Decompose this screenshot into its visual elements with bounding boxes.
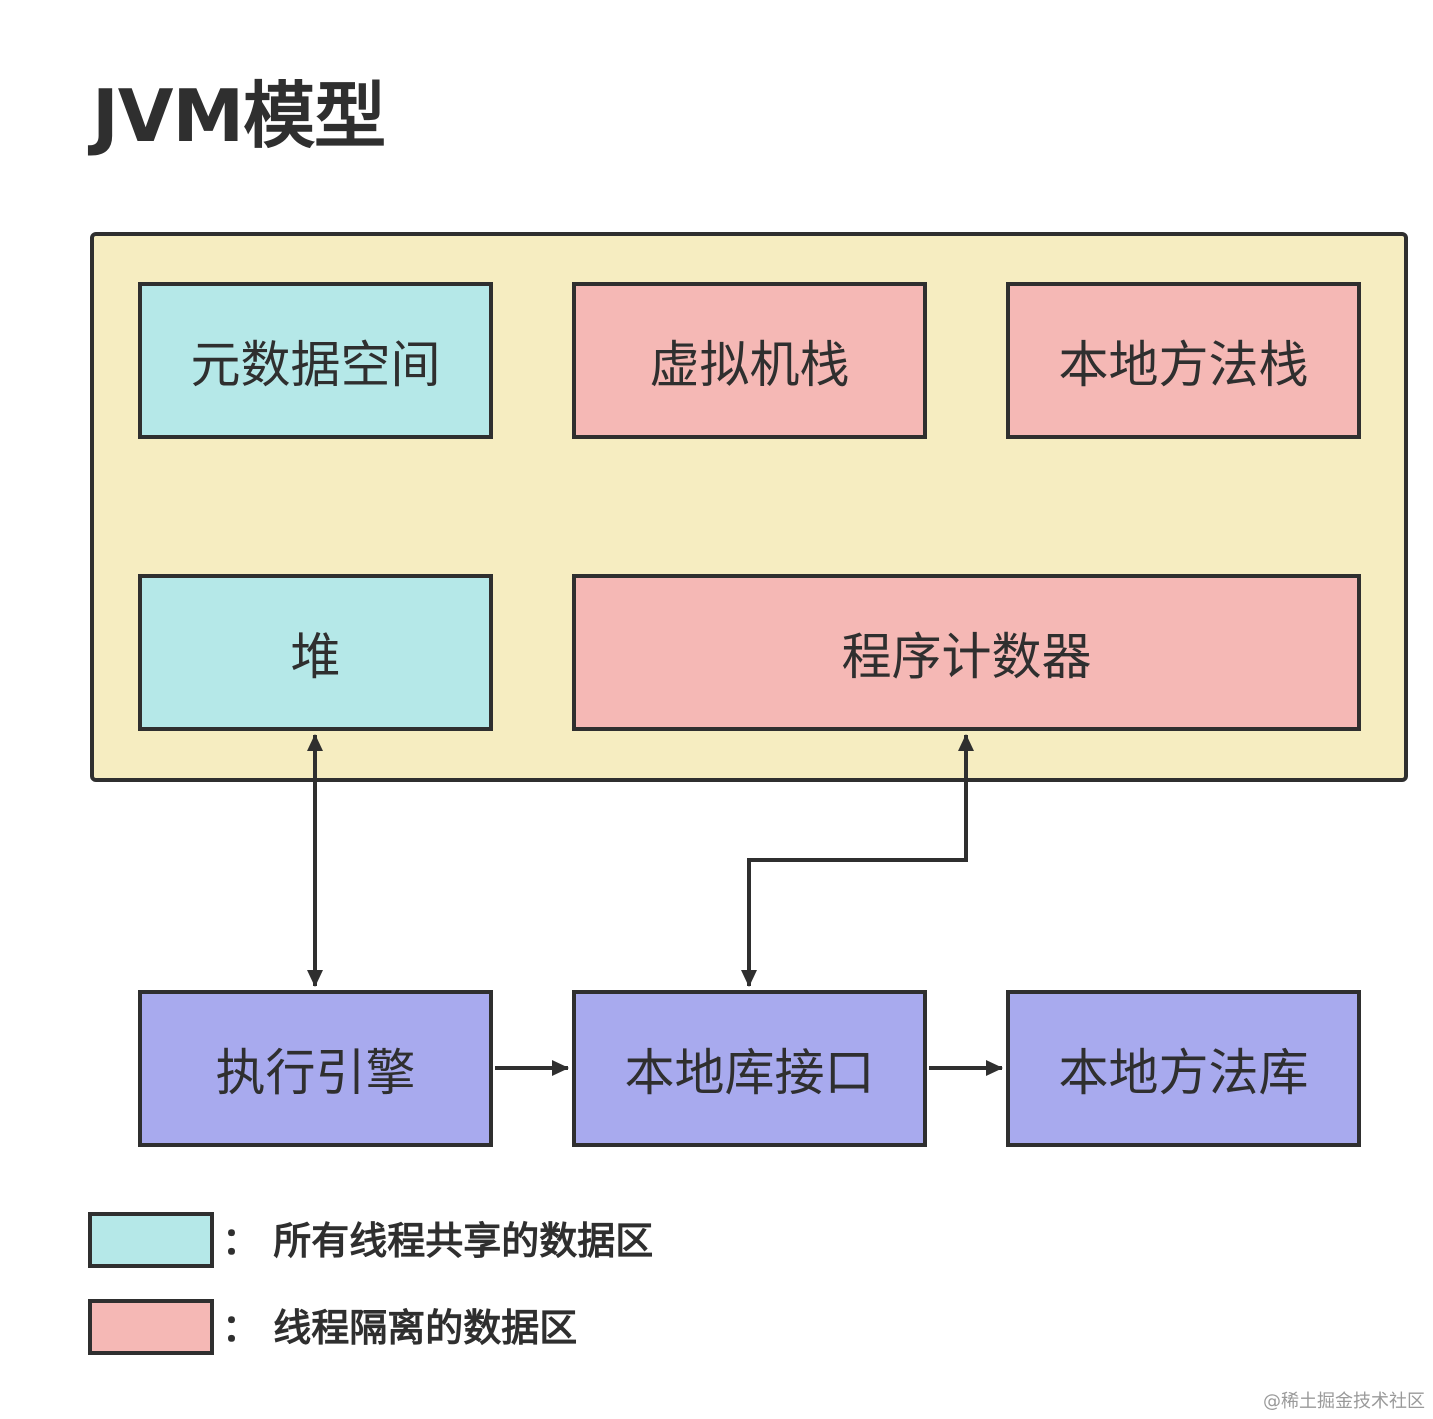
legend-shared-label: ： 所有线程共享的数据区	[222, 1219, 654, 1263]
native-method-stack-box: 本地方法栈	[1006, 282, 1361, 439]
execution-engine-box: 执行引擎	[138, 990, 493, 1147]
heap-box: 堆	[138, 574, 493, 731]
watermark: @稀土掘金技术社区	[1263, 1391, 1425, 1412]
metaspace-label: 元数据空间	[190, 335, 441, 394]
program-counter-label: 程序计数器	[841, 627, 1092, 686]
vm-stack-label: 虚拟机栈	[649, 335, 850, 394]
vm-stack-box: 虚拟机栈	[572, 282, 927, 439]
native-library-box: 本地方法库	[1006, 990, 1361, 1147]
legend-isolated-label: ： 线程隔离的数据区	[222, 1306, 578, 1350]
native-library-label: 本地方法库	[1058, 1043, 1309, 1102]
metaspace-box: 元数据空间	[138, 282, 493, 439]
native-interface-box: 本地库接口	[572, 990, 927, 1147]
native-interface-label: 本地库接口	[624, 1043, 875, 1102]
native-method-stack-label: 本地方法栈	[1058, 335, 1309, 394]
execution-engine-label: 执行引擎	[215, 1043, 416, 1102]
heap-label: 堆	[290, 627, 341, 686]
program-counter-box: 程序计数器	[572, 574, 1361, 731]
legend-isolated-swatch	[88, 1299, 214, 1355]
diagram-title: JVM模型	[92, 74, 386, 158]
legend-shared-swatch	[88, 1212, 214, 1268]
